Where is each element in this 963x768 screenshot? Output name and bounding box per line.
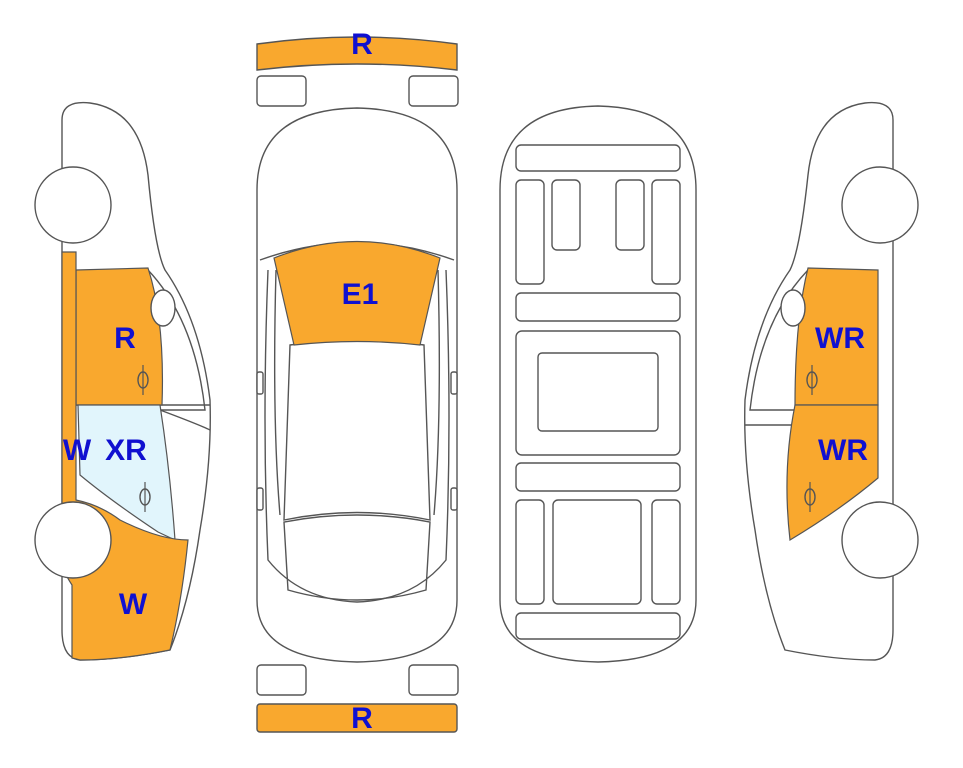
car-top-view xyxy=(256,107,458,663)
windshield[interactable] xyxy=(273,240,441,346)
right-front-wheel xyxy=(841,166,919,244)
right-rear-wheel xyxy=(841,501,919,579)
rear-bumper-label: R xyxy=(351,702,373,735)
front-bumper-label: R xyxy=(351,28,373,61)
right-mirror xyxy=(780,289,806,327)
left-front-wheel xyxy=(34,166,112,244)
left-rear-wheel xyxy=(34,501,112,579)
left-rear-quarter-label: W xyxy=(119,588,148,621)
left-front-door-label: R xyxy=(114,322,136,355)
windshield-label: E1 xyxy=(342,278,379,311)
front-right-light xyxy=(408,75,459,107)
rear-bumper[interactable] xyxy=(256,703,458,733)
front-left-light xyxy=(256,75,307,107)
right-front-door-label: WR xyxy=(815,322,865,355)
left-door-handle-rear xyxy=(139,482,151,512)
left-front-door[interactable] xyxy=(75,267,164,406)
rear-left-light xyxy=(256,664,307,696)
left-glass-label-xr: XR xyxy=(105,434,147,467)
right-rear-door-label: WR xyxy=(818,434,868,467)
left-glass-label-w: W xyxy=(63,434,92,467)
left-mirror xyxy=(150,289,176,327)
car-underbody-view xyxy=(499,105,697,663)
right-door-handle-rear xyxy=(804,482,816,512)
right-door-handle-front xyxy=(806,365,818,395)
left-door-handle-front xyxy=(137,365,149,395)
front-bumper[interactable] xyxy=(256,36,458,71)
rear-right-light xyxy=(408,664,459,696)
